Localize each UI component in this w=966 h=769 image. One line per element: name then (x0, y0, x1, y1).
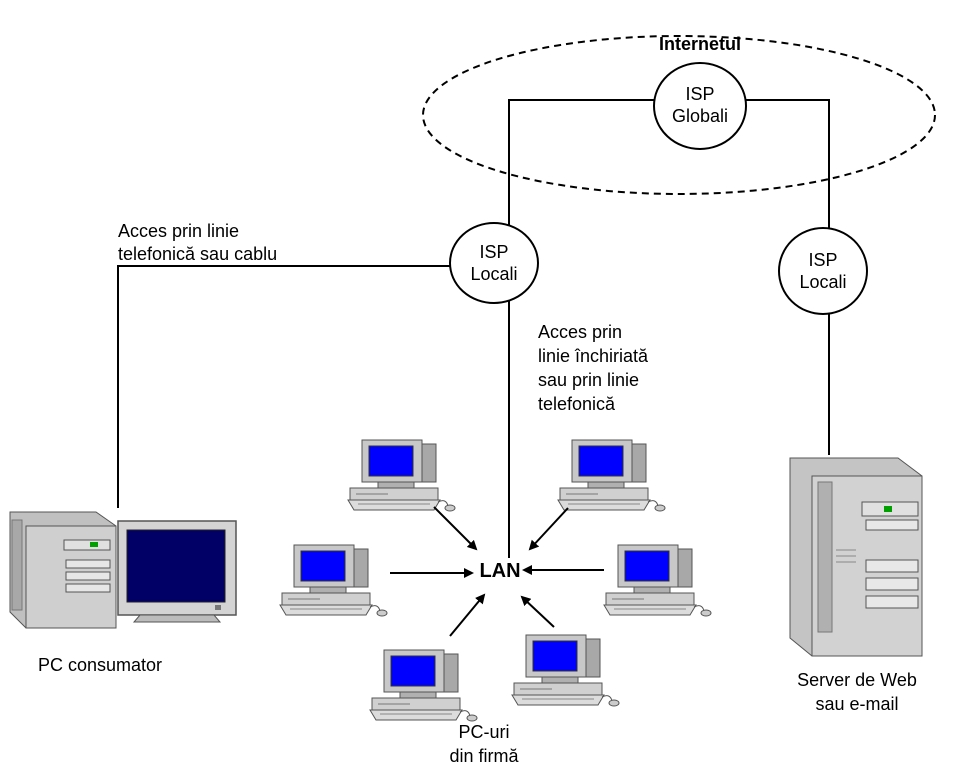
server-label-2: sau e-mail (815, 694, 898, 714)
company-workstation (347, 439, 456, 512)
isp-global-label-2: Globali (672, 106, 728, 126)
isp-local-left-label-2: Locali (470, 264, 517, 284)
arrow-to-lan (449, 593, 486, 637)
isp-local-left-label-1: ISP (479, 242, 508, 262)
isp-local-right-node: ISP Locali (778, 227, 868, 315)
company-pcs-label-1: PC-uri (458, 722, 509, 742)
internet-cloud (422, 35, 936, 195)
isp-local-left-node: ISP Locali (449, 222, 539, 304)
isp-global-label-1: ISP (685, 84, 714, 104)
isp-local-right-label-2: Locali (799, 272, 846, 292)
company-workstation (511, 634, 620, 707)
company-workstation (369, 649, 478, 722)
arrow-to-lan (528, 507, 569, 551)
isp-local-right-label-1: ISP (808, 250, 837, 270)
isp-global-node: ISP Globali (653, 62, 747, 150)
server-tower (789, 457, 923, 657)
consumer-pc (9, 511, 237, 629)
leased-label-3: sau prin linie (538, 370, 639, 390)
internet-label: Internetul (659, 34, 741, 54)
link-global-to-local-right (746, 99, 830, 229)
leased-label-1: Acces prin (538, 322, 622, 342)
dialup-label-1: Acces prin linie (118, 221, 239, 241)
company-workstation (557, 439, 666, 512)
server-label-1: Server de Web (797, 670, 917, 690)
link-global-to-local-left (508, 99, 654, 225)
lan-label: LAN (479, 560, 520, 582)
consumer-pc-label: PC consumator (38, 655, 162, 675)
company-workstation (279, 544, 388, 617)
arrow-to-lan (433, 506, 478, 551)
dialup-label-2: telefonică sau cablu (118, 244, 277, 264)
leased-label-2: linie închiriată (538, 346, 649, 366)
leased-label-4: telefonică (538, 394, 616, 414)
company-pcs-label-2: din firmă (449, 746, 519, 766)
link-consumer-to-local-left (117, 265, 450, 508)
arrow-to-lan (520, 595, 555, 628)
company-workstation (603, 544, 712, 617)
